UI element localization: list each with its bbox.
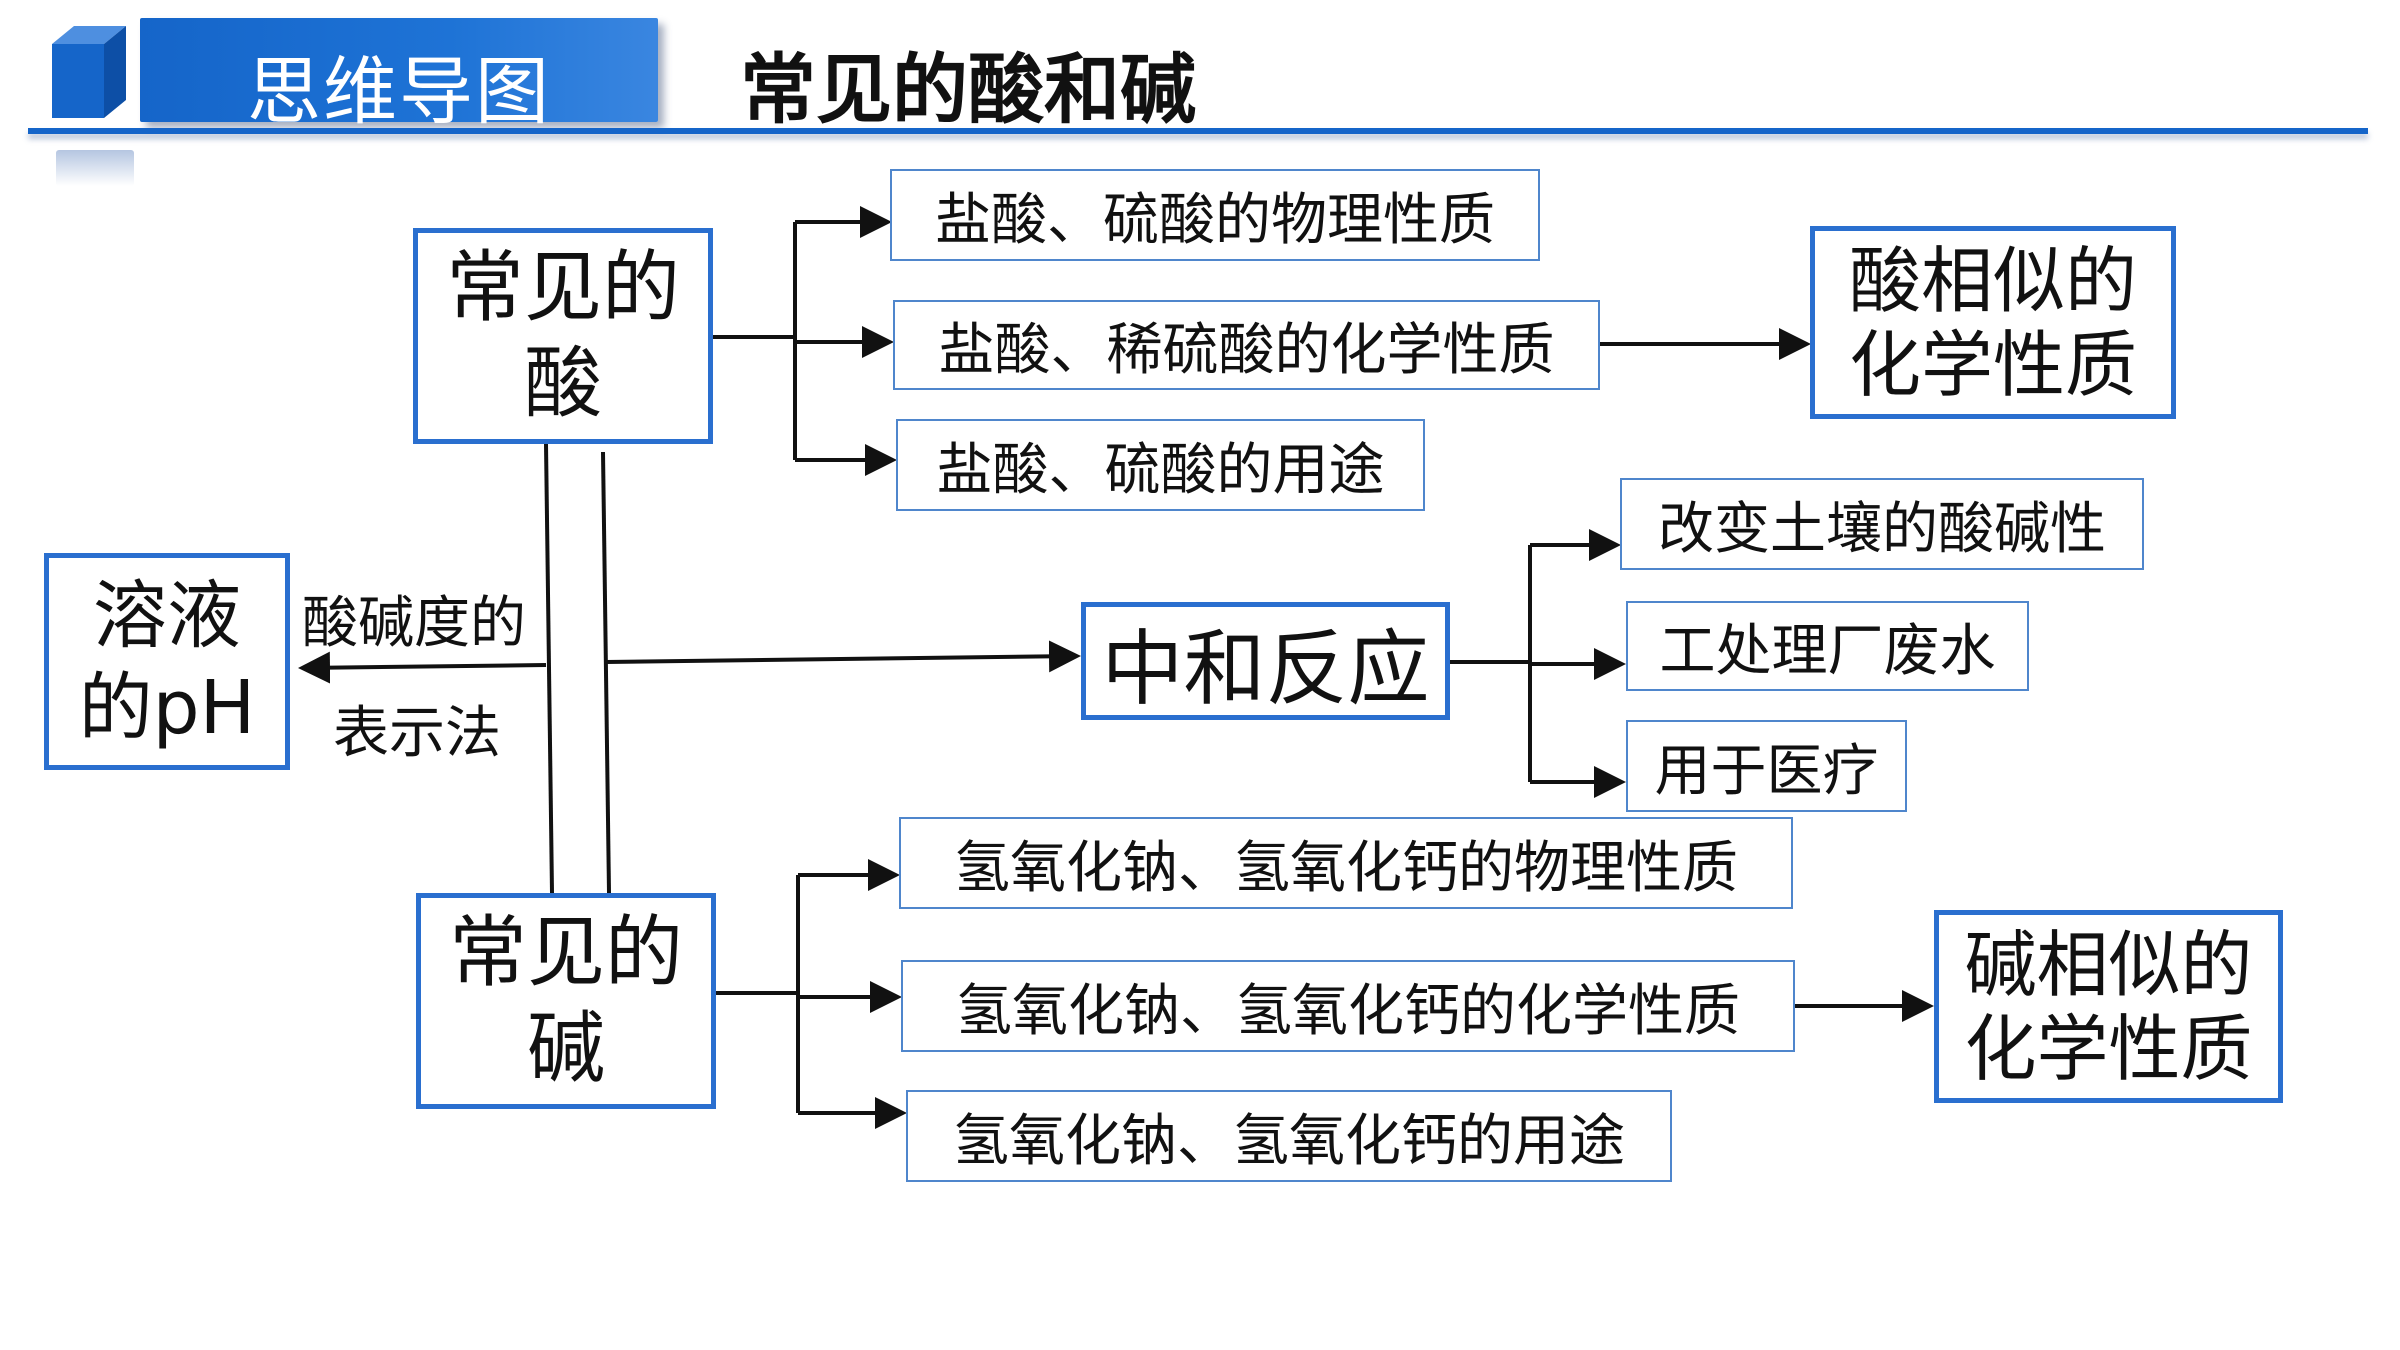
neutralization-node: 中和反应 <box>1081 602 1450 720</box>
base-similar-line1: 碱相似的 <box>1964 922 2253 1007</box>
ph-edge-label-line2: 表示法 <box>333 701 501 766</box>
use-medical: 用于医疗 <box>1626 720 1907 812</box>
use-wastewater: 工处理厂废水 <box>1626 601 2029 691</box>
acid-similar-line2: 化学性质 <box>1848 322 2137 407</box>
acid-chemical-properties: 盐酸、稀硫酸的化学性质 <box>893 300 1600 390</box>
base-similar-line2: 化学性质 <box>1964 1006 2253 1091</box>
use-soil-acidity-label: 改变土壤的酸碱性 <box>1658 496 2106 562</box>
base-chemical-properties: 氢氧化钠、氢氧化钙的化学性质 <box>901 960 1795 1052</box>
solution-ph-node: 溶液 的pH <box>44 553 290 770</box>
banner-label: 思维导图 <box>247 49 551 135</box>
ph-edge-label-line1: 酸碱度的 <box>302 591 526 656</box>
common-bases-node: 常见的 碱 <box>416 893 716 1109</box>
acid-uses: 盐酸、硫酸的用途 <box>896 419 1425 511</box>
acid-similar-properties-node: 酸相似的 化学性质 <box>1810 226 2176 419</box>
common-acids-line2: 酸 <box>523 339 602 429</box>
common-bases-line2: 碱 <box>526 1004 605 1094</box>
solution-ph-line2: 的pH <box>78 664 256 751</box>
base-uses-label: 氢氧化钠、氢氧化钙的用途 <box>953 1108 1625 1174</box>
common-acids-line1: 常见的 <box>445 243 680 333</box>
base-similar-properties-node: 碱相似的 化学性质 <box>1934 910 2283 1103</box>
use-wastewater-label: 工处理厂废水 <box>1659 618 1996 684</box>
common-acids-node: 常见的 酸 <box>413 228 713 444</box>
header-divider <box>28 128 2368 134</box>
base-chemical-label: 氢氧化钠、氢氧化钙的化学性质 <box>956 978 1740 1044</box>
cube-reflection <box>56 150 134 186</box>
cube-icon <box>52 26 126 118</box>
base-uses: 氢氧化钠、氢氧化钙的用途 <box>906 1090 1672 1182</box>
use-medical-label: 用于医疗 <box>1654 738 1879 804</box>
base-physical-properties: 氢氧化钠、氢氧化钙的物理性质 <box>899 817 1793 909</box>
acid-physical-properties: 盐酸、硫酸的物理性质 <box>890 169 1540 261</box>
common-bases-line1: 常见的 <box>448 908 683 998</box>
acid-uses-label: 盐酸、硫酸的用途 <box>936 437 1385 503</box>
acid-chemical-label: 盐酸、稀硫酸的化学性质 <box>938 317 1555 383</box>
page-title: 常见的酸和碱 <box>740 45 1196 134</box>
neutralization-label: 中和反应 <box>1101 621 1430 717</box>
solution-ph-line1: 溶液 <box>93 572 241 659</box>
acid-physical-label: 盐酸、硫酸的物理性质 <box>935 187 1495 253</box>
base-physical-label: 氢氧化钠、氢氧化钙的物理性质 <box>954 835 1738 901</box>
use-soil-acidity: 改变土壤的酸碱性 <box>1620 478 2144 570</box>
mind-map-banner: 思维导图 <box>140 18 658 135</box>
acid-similar-line1: 酸相似的 <box>1848 238 2137 323</box>
